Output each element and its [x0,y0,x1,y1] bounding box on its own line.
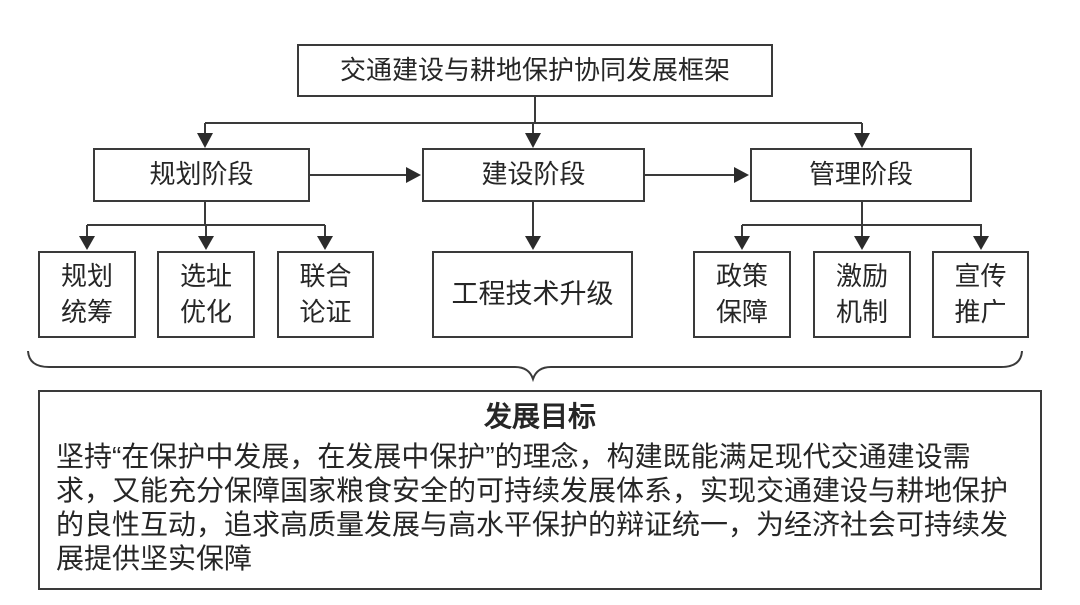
arrowhead-down-icon [198,236,214,250]
item-box-site-optimization: 选址 优化 [157,251,255,338]
arrowhead-down-icon [197,133,213,148]
arrowhead-down-icon [854,133,870,148]
item-box-engineering-upgrade: 工程技术升级 [432,251,633,338]
connector-management-branch [741,202,982,238]
item-box-policy-guarantee: 政策 保障 [693,251,791,338]
arrowhead-right-icon [406,167,421,183]
item-box-planning-coordination: 规划 统筹 [38,251,136,338]
arrowhead-down-icon [317,236,333,250]
arrowhead-down-icon [734,236,750,250]
arrowhead-down-icon [79,236,95,250]
goal-box: 发展目标 坚持“在保护中发展，在发展中保护”的理念，构建既能满足现代交通建设需 … [38,390,1042,590]
item-box-joint-argumentation: 联合 论证 [277,251,374,338]
connector-planning-branch [86,202,326,238]
stage-box-management: 管理阶段 [750,148,972,202]
stage-box-construction: 建设阶段 [422,148,645,202]
goal-title: 发展目标 [483,401,596,432]
item-box-publicity-promotion: 宣传 推广 [932,251,1029,338]
goal-body-text: 坚持“在保护中发展，在发展中保护”的理念，构建既能满足现代交通建设需 求，又能充… [56,441,1009,574]
brace [27,350,1023,383]
arrowhead-down-icon [525,236,541,250]
arrowhead-right-icon [734,167,749,183]
connector-top-to-stages [204,97,863,136]
arrowhead-down-icon [973,236,989,250]
stage-box-planning: 规划阶段 [93,148,310,202]
arrowhead-down-icon [525,133,541,148]
item-box-incentive-mechanism: 激励 机制 [813,251,911,338]
arrowhead-down-icon [854,236,870,250]
framework-title-box: 交通建设与耕地保护协同发展框架 [297,44,773,97]
